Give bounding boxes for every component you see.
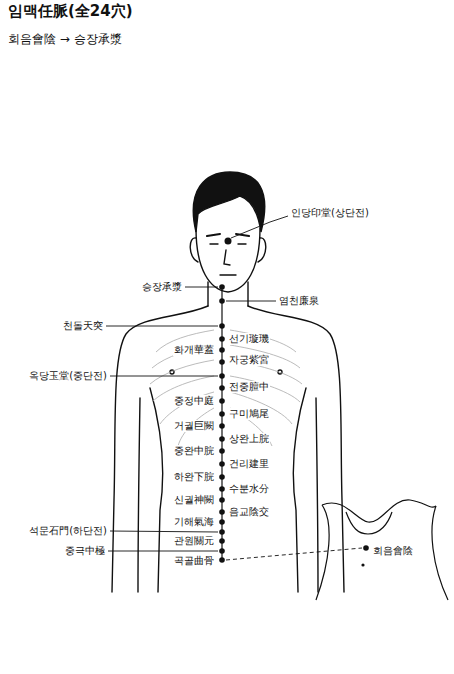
point-label: 하완下脘 [173, 471, 215, 483]
point-label: 건리建里 [228, 458, 270, 470]
point-label: 전중膻中 [228, 381, 270, 393]
point-label: 승장承漿 [141, 281, 183, 293]
point-label: 옥당玉堂(중단전) [28, 370, 108, 382]
point-label: 상완上脘 [228, 433, 270, 445]
point-label: 신궐神闕 [173, 494, 215, 506]
diagram-title: 임맥任脈(全24穴) [8, 3, 133, 20]
point-label: 수분水分 [228, 483, 270, 495]
point-label: 거궐巨闕 [173, 420, 215, 432]
point-label: 음교陰交 [228, 506, 270, 518]
point-label: 회음會陰 [372, 545, 414, 557]
subtitle-text: 회음會陰 → 승장承漿 [8, 33, 122, 47]
point-label: 중극中極 [64, 545, 106, 557]
point-label: 곡골曲骨 [173, 555, 215, 567]
point-label: 중완中脘 [173, 445, 215, 457]
point-label: 천돌天突 [62, 320, 104, 332]
point-label: 인당印堂(상단전) [290, 207, 370, 219]
point-label: 자궁紫宮 [228, 354, 270, 366]
point-label: 구미鳩尾 [228, 408, 270, 420]
point-label: 관원關元 [173, 535, 215, 547]
point-label: 화개華蓋 [173, 344, 215, 356]
point-label: 염천廉泉 [278, 295, 320, 307]
point-label: 중정中庭 [173, 395, 215, 407]
point-label: 석문石門(하단전) [28, 525, 108, 537]
point-label: 기해氣海 [173, 516, 215, 528]
point-label: 선기璇璣 [228, 333, 270, 345]
